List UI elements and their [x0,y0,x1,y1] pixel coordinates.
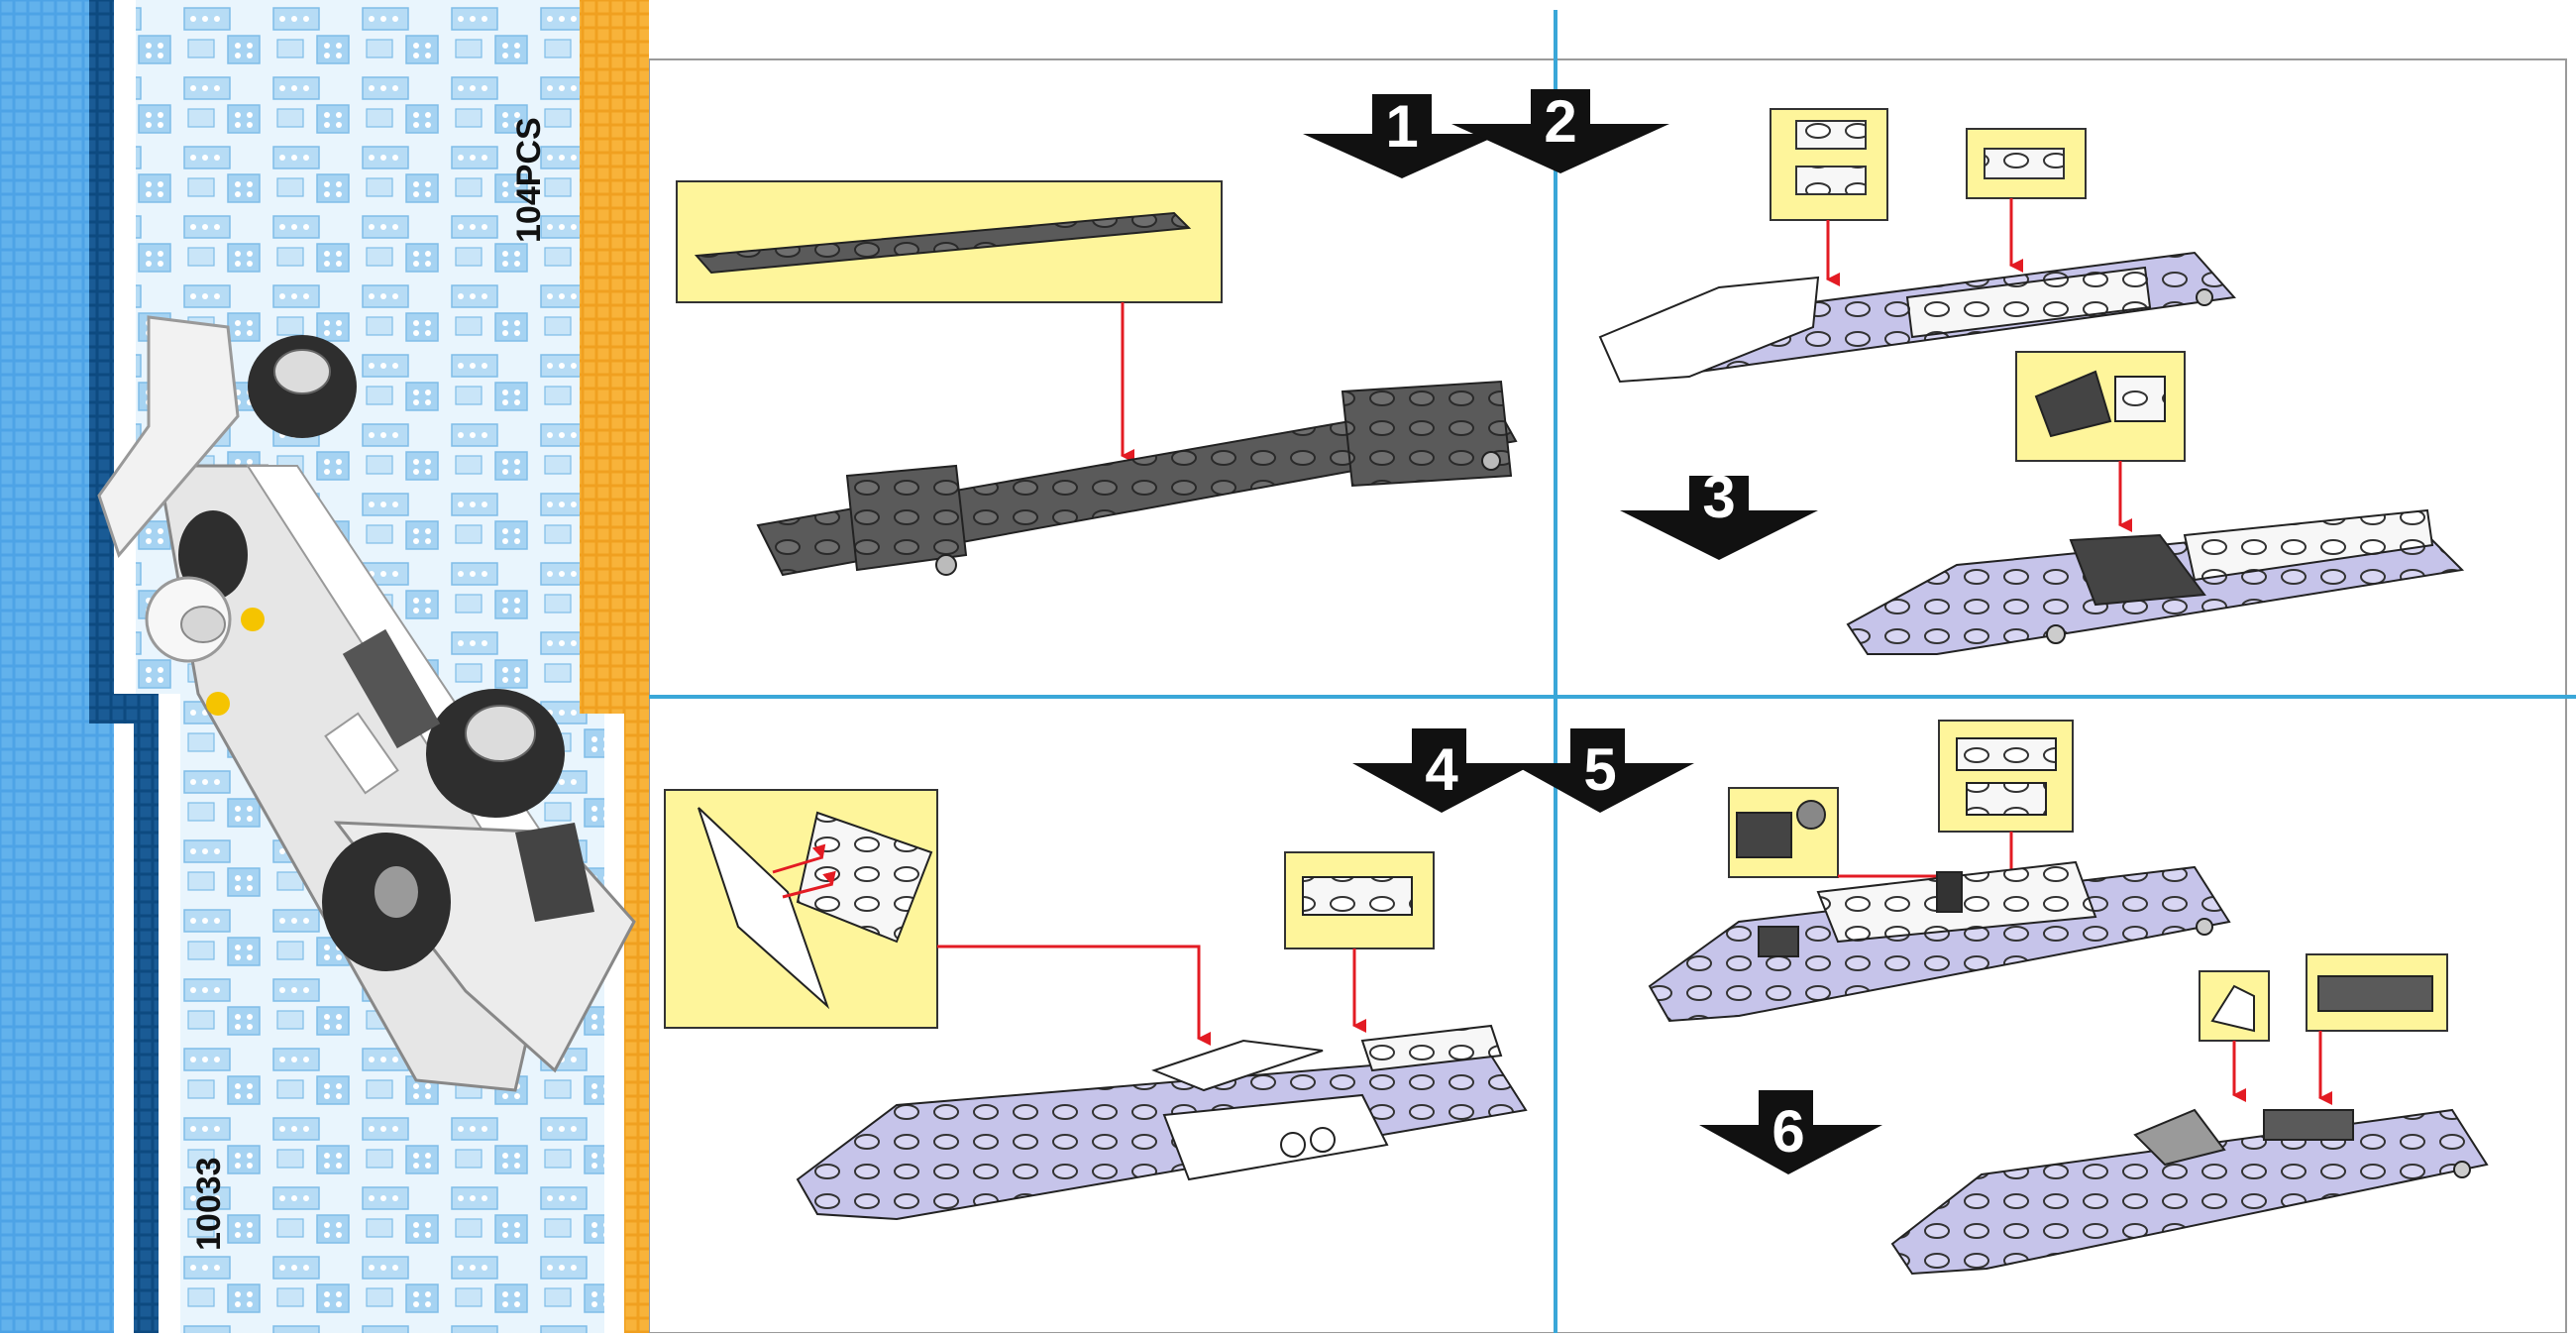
step-5-assembly [1648,860,2231,1023]
step-2-assembly [1598,251,2236,384]
step-2-number: 2 [1544,88,1576,155]
step-5-badge: 5 [1511,728,1694,813]
race-car-illustration [97,315,636,1092]
model-number: 10033 [190,1157,228,1251]
cover-strip: 104PCS 10033 [0,0,649,1333]
step-5-number: 5 [1583,736,1616,803]
driver-minifigure [145,576,265,716]
step-4-badge: 4 [1352,728,1536,813]
dark-chassis-assembly [756,380,1518,577]
wheel-front-right [426,689,565,818]
cover-artwork: 104PCS 10033 [0,0,649,1333]
step-3-badge: 3 [1620,464,1818,560]
step-3-assembly [1846,508,2465,655]
step-6-number: 6 [1771,1098,1804,1165]
step-3-number: 3 [1702,464,1735,530]
step-1-number: 1 [1385,93,1418,160]
instruction-artwork: 1 2 3 [648,10,2576,1334]
wheel-front-left [322,833,451,971]
step-1-callout [676,180,1223,303]
wheel-rear-top [248,335,357,438]
step-4-assembly [796,1024,1528,1221]
step-4-number: 4 [1425,736,1458,803]
step-6-assembly [1890,1108,2489,1276]
step-2-badge: 2 [1451,88,1669,173]
step-6-badge: 6 [1699,1090,1882,1174]
step-1-badge: 1 [1303,93,1501,178]
instruction-panels: 1 2 3 [648,0,2576,1334]
piece-count: 104PCS [510,117,548,243]
long-dark-plate [694,211,1192,275]
